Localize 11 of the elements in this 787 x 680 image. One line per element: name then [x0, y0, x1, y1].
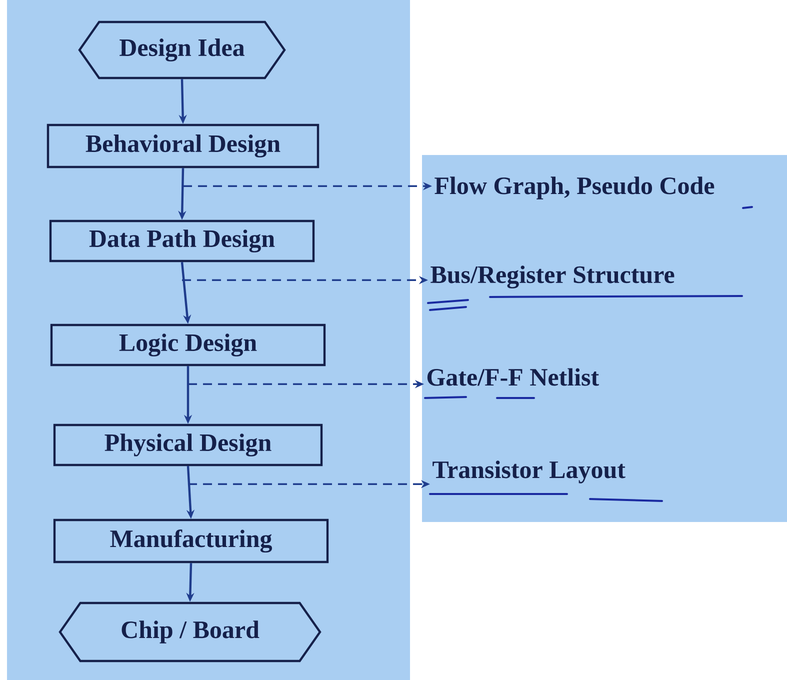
output-label: Bus/Register Structure — [430, 266, 674, 288]
process-box: Logic Design — [50, 324, 326, 366]
process-box: Data Path Design — [49, 220, 315, 262]
process-box: Manufacturing — [53, 518, 329, 564]
output-label: Gate/F-F Netlist — [427, 368, 599, 386]
hexagon-terminal: Design Idea — [78, 20, 286, 80]
output-label: Transistor Layout — [432, 460, 626, 484]
process-box: Behavioral Design — [46, 124, 320, 168]
process-box: Physical Design — [53, 424, 323, 466]
output-label: Flow Graph, Pseudo Code — [434, 176, 714, 200]
hexagon-terminal: Chip / Board — [58, 602, 322, 662]
